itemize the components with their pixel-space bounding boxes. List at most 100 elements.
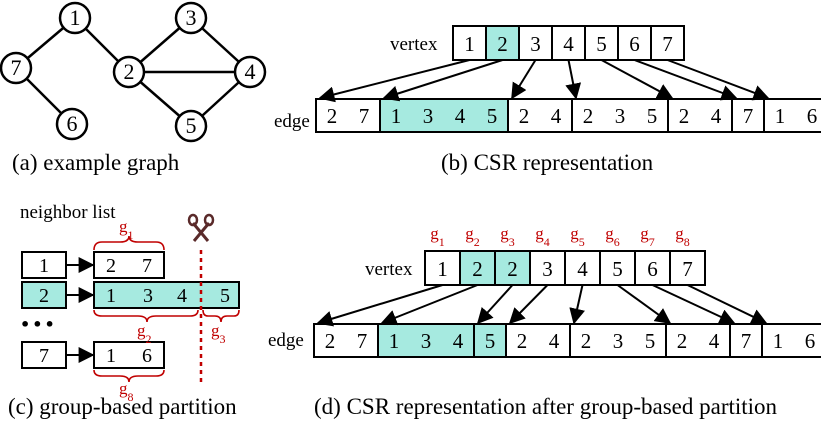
edge-cell-label: 5	[487, 104, 498, 128]
neighbor-cell: 1	[106, 345, 116, 367]
edge-group	[667, 98, 733, 133]
vertex-cell-label: 2	[497, 32, 508, 56]
vertex-cell	[669, 250, 706, 286]
edge-group	[377, 323, 475, 358]
edge-cell-label: 2	[583, 104, 594, 128]
edge-cell-label: 3	[615, 104, 626, 128]
edge-cell-label: 2	[581, 329, 592, 353]
edge-cell-label: 5	[645, 329, 656, 353]
graph-node: 6	[55, 107, 89, 141]
vertex-cell	[424, 250, 461, 286]
pointer-arrow	[318, 59, 470, 103]
pointer-arrows	[318, 59, 770, 103]
edge-cell-label: 2	[327, 104, 338, 128]
vertex-cell-label: 1	[464, 32, 475, 56]
vertex-cell-label: 6	[629, 32, 640, 56]
edge-cell-label: 4	[709, 329, 720, 353]
vertex-cell-label: 5	[596, 32, 607, 56]
vertex-cell-label: 1	[437, 257, 448, 281]
edge-cell-label: 6	[805, 329, 816, 353]
vertex-cell-label: 6	[647, 257, 658, 281]
edge-cell-label: 3	[613, 329, 624, 353]
pointer-arrow	[316, 284, 443, 327]
edge-group	[761, 323, 821, 358]
edge-cell-label: 7	[357, 329, 368, 353]
vertex-cell	[650, 25, 685, 61]
edge-group	[731, 98, 765, 133]
edge-cell-label: 2	[679, 104, 690, 128]
panel-example-graph: 1 2 3 4 5 6 7 (a) example graph	[0, 1, 267, 175]
caption-c: (c) group-based partition	[8, 394, 237, 419]
edge-cell-label: 4	[711, 104, 722, 128]
edge-cell-label: 1	[391, 104, 402, 128]
pointer-arrow	[476, 284, 514, 325]
vertex-cell-label: 3	[530, 32, 541, 56]
graph-nodes: 1 2 3 4 5 6 7	[0, 1, 267, 143]
edge-group	[507, 98, 573, 133]
edge-cell-label: 7	[741, 329, 752, 353]
graph-node: 1	[58, 1, 92, 35]
vertex-cell-label: 3	[542, 257, 553, 281]
group-bracket	[202, 309, 240, 323]
svg-text:2: 2	[124, 59, 135, 84]
graph-node: 3	[174, 1, 208, 35]
vertex-cell-label: 7	[662, 32, 673, 56]
ellipsis: •••	[20, 315, 57, 334]
pointer-arrow	[565, 59, 582, 100]
neighbor-cell: 2	[106, 255, 116, 277]
edge-group	[315, 98, 381, 133]
svg-text:5: 5	[186, 113, 197, 138]
edge-cell-label: 2	[677, 329, 688, 353]
neighbor-cell: 1	[106, 285, 116, 307]
group-label: g4	[535, 224, 550, 249]
caption-a: (a) example graph	[12, 150, 180, 175]
pointer-arrows	[316, 284, 768, 327]
neighbor-list-title: neighbor list	[20, 202, 116, 223]
edge-group	[505, 323, 571, 358]
graph-node: 7	[0, 51, 33, 85]
vertex-array-label: vertex	[390, 34, 438, 55]
vertex-cell	[551, 25, 586, 61]
edge-cell-label: 5	[647, 104, 658, 128]
group-label: g3	[211, 321, 226, 346]
edge-group	[569, 323, 667, 358]
pointer-arrow	[380, 284, 478, 326]
edge-cell-label: 7	[743, 104, 754, 128]
vertex-cell-label: 5	[612, 257, 623, 281]
vertex-cell	[494, 250, 531, 286]
graph-node: 5	[174, 109, 208, 143]
svg-text:1: 1	[70, 5, 81, 30]
edge-cell-label: 4	[551, 104, 562, 128]
edge-group	[763, 98, 821, 133]
scissors-icon	[187, 213, 215, 242]
edge-group	[571, 98, 669, 133]
vertex-cell-label: 2	[507, 257, 518, 281]
pointer-arrow	[687, 284, 768, 324]
vertex-cell-label: 4	[563, 32, 574, 56]
edge-group	[665, 323, 731, 358]
neighbor-cell: 6	[142, 345, 152, 367]
vertex-array-label: vertex	[365, 259, 413, 280]
group-label: g2	[465, 224, 480, 249]
edge-cell-label: 5	[485, 329, 496, 353]
edge-cell-label: 3	[423, 104, 434, 128]
pointer-arrow	[616, 284, 672, 324]
edge-cell-label: 2	[517, 329, 528, 353]
group-label: g8	[675, 224, 690, 249]
group-label: g1	[119, 217, 134, 242]
edge-group	[379, 98, 509, 133]
row-vertex: 2	[39, 285, 49, 307]
vertex-cell-label: 7	[682, 257, 693, 281]
row-vertex: 7	[39, 345, 49, 367]
edge-cell-label: 1	[389, 329, 400, 353]
pointer-arrow	[511, 59, 537, 100]
group-label: g6	[605, 224, 620, 249]
pointer-arrow	[667, 59, 770, 101]
pointer-arrow	[382, 59, 503, 102]
svg-text:3: 3	[186, 5, 197, 30]
svg-text:7: 7	[11, 55, 22, 80]
edge-cell-label: 4	[549, 329, 560, 353]
